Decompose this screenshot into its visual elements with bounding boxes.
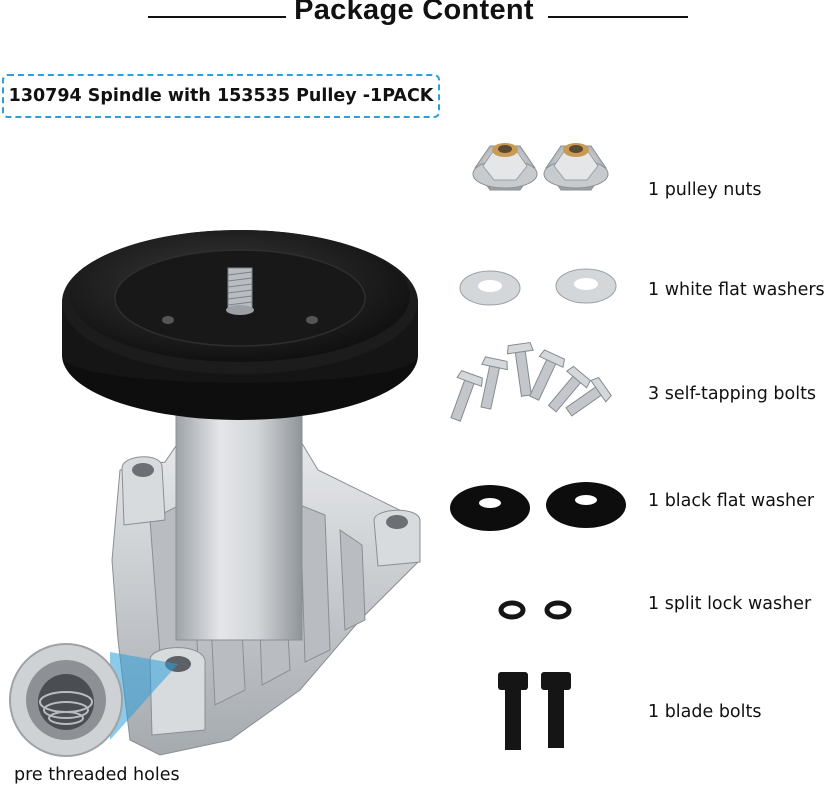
part-label-pulley-nuts: 1 pulley nuts bbox=[648, 180, 762, 200]
part-label-split-lock-washer: 1 split lock washer bbox=[648, 594, 812, 614]
lock-washer-icon bbox=[498, 600, 572, 620]
threaded-hole-callout bbox=[9, 643, 178, 757]
header-rule-right bbox=[548, 16, 688, 18]
callout-label: pre threaded holes bbox=[14, 765, 180, 785]
blade-bolt-icon bbox=[498, 672, 571, 750]
part-label-white-flat-washers: 1 white flat washers bbox=[648, 280, 825, 300]
rubber-washer-icon bbox=[450, 482, 626, 531]
header-rule-left bbox=[148, 16, 286, 18]
page-header: Package Content bbox=[0, 0, 828, 36]
part-label-blade-bolts: 1 blade bolts bbox=[648, 702, 762, 722]
part-label-self-tapping-bolts: 3 self-tapping bolts bbox=[648, 384, 817, 404]
product-label: 130794 Spindle with 153535 Pulley -1PACK bbox=[2, 74, 440, 118]
pulley-nut-icon bbox=[472, 143, 609, 191]
flat-washer-icon bbox=[459, 268, 617, 306]
page-title: Package Content bbox=[294, 0, 534, 26]
part-label-black-flat-washer: 1 black flat washer bbox=[648, 491, 815, 511]
bolt-icon bbox=[450, 341, 612, 422]
